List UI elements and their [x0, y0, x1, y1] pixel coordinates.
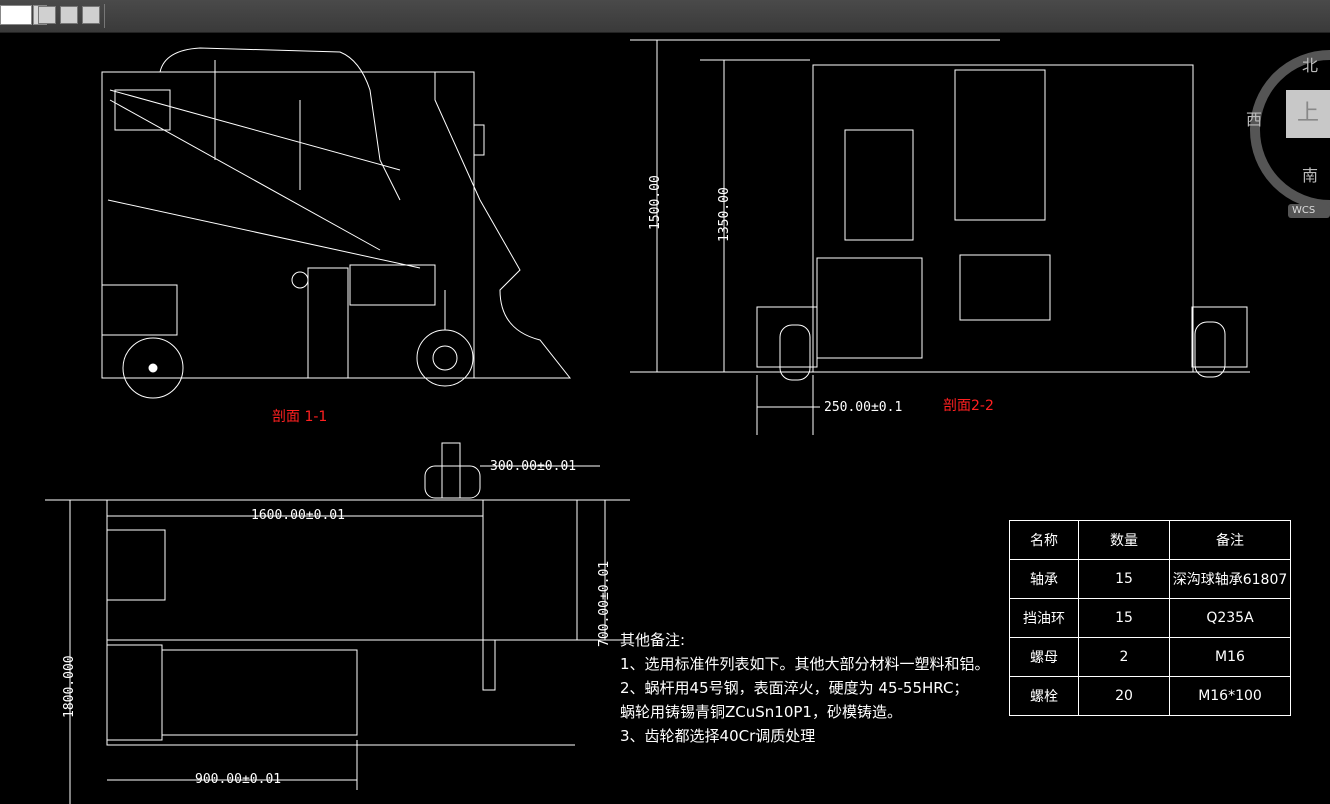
dim-900: 900.00±0.01 — [195, 772, 282, 787]
dim-1500: 1500.00 — [648, 175, 663, 230]
viewcube-top-face[interactable]: 上 — [1286, 90, 1330, 138]
layer-properties-icon[interactable] — [82, 6, 100, 24]
table-row: 螺母 2 M16 — [1009, 637, 1291, 677]
table-cell: 深沟球轴承61807 — [1169, 559, 1291, 599]
compass-north[interactable]: 北 — [1302, 56, 1319, 75]
toolbar — [0, 0, 1330, 33]
notes-line-4: 3、齿轮都选择40Cr调质处理 — [620, 727, 816, 745]
notes-block: 其他备注: 1、选用标准件列表如下。其他大部分材料一塑料和铝。 2、蜗杆用45号… — [620, 628, 990, 748]
layer-manager-icon[interactable] — [38, 6, 56, 24]
table-cell: M16*100 — [1169, 676, 1291, 716]
table-row: 螺栓 20 M16*100 — [1009, 676, 1291, 716]
notes-line-1: 1、选用标准件列表如下。其他大部分材料一塑料和铝。 — [620, 655, 990, 673]
table-cell: 轴承 — [1009, 559, 1079, 599]
table-cell: 15 — [1078, 598, 1170, 638]
drawing-canvas[interactable]: 剖面 1-1 剖面2-2 1500.00 1350.00 250.00±0.1 … — [0, 32, 1330, 804]
section-1-1-drawing — [101, 47, 572, 399]
table-cell: 螺母 — [1009, 637, 1079, 677]
table-cell: Q235A — [1169, 598, 1291, 638]
parts-table: 名称 数量 备注 轴承 15 深沟球轴承61807 挡油环 15 Q235A 螺… — [1009, 520, 1291, 716]
compass-west[interactable]: 西 — [1246, 110, 1263, 129]
section-label-2-2: 剖面2-2 — [943, 398, 994, 414]
table-cell: 20 — [1078, 676, 1170, 716]
table-header-row: 名称 数量 备注 — [1009, 520, 1291, 560]
section-2-2-drawing — [630, 39, 1250, 435]
dim-1600: 1600.00±0.01 — [251, 508, 345, 523]
table-header-cell: 名称 — [1009, 520, 1079, 560]
notes-title: 其他备注: — [620, 631, 686, 649]
notes-line-2: 2、蜗杆用45号钢，表面淬火，硬度为 45-55HRC； — [620, 679, 969, 697]
compass-ring — [1250, 50, 1330, 210]
layer-state-icon[interactable] — [60, 6, 78, 24]
table-cell: 2 — [1078, 637, 1170, 677]
viewcube[interactable]: 北 西 南 上 — [1240, 50, 1330, 210]
table-cell: 15 — [1078, 559, 1170, 599]
compass-south[interactable]: 南 — [1302, 166, 1319, 185]
table-cell: 挡油环 — [1009, 598, 1079, 638]
table-header-cell: 备注 — [1169, 520, 1291, 560]
plan-view-drawing — [45, 442, 630, 804]
dim-700: 700.00±0.01 — [597, 560, 612, 647]
layer-dropdown[interactable] — [0, 5, 32, 25]
dim-250: 250.00±0.1 — [824, 400, 903, 415]
dim-300: 300.00±0.01 — [490, 459, 577, 474]
section-label-1-1: 剖面 1-1 — [272, 409, 328, 425]
wcs-menu[interactable]: WCS — [1288, 204, 1330, 218]
table-cell: M16 — [1169, 637, 1291, 677]
cad-drawing — [45, 39, 1330, 804]
notes-line-3: 蜗轮用铸锡青铜ZCuSn10P1，砂模铸造。 — [620, 703, 902, 721]
table-row: 挡油环 15 Q235A — [1009, 598, 1291, 638]
toolbar-divider — [104, 4, 105, 28]
table-header-cell: 数量 — [1078, 520, 1170, 560]
dim-1800: 1800.000 — [62, 655, 77, 718]
dim-1350: 1350.00 — [717, 187, 732, 242]
table-row: 轴承 15 深沟球轴承61807 — [1009, 559, 1291, 599]
table-cell: 螺栓 — [1009, 676, 1079, 716]
